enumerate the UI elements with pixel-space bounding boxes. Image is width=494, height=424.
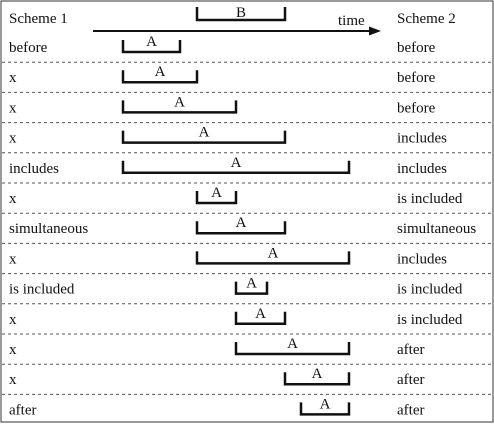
interval-a-bracket bbox=[121, 100, 238, 114]
scheme-1-relation: simultaneous bbox=[9, 221, 88, 237]
interval-a-label: A bbox=[287, 336, 298, 352]
scheme-1-relation: x bbox=[9, 251, 17, 267]
interval-a-label: A bbox=[236, 215, 247, 231]
scheme-2-relation: includes bbox=[397, 251, 447, 267]
relation-row: x before A bbox=[2, 94, 492, 124]
interval-a-label: A bbox=[246, 276, 257, 292]
interval-a-bracket bbox=[121, 160, 351, 175]
scheme-2-relation: after bbox=[397, 372, 424, 388]
interval-a-label: A bbox=[268, 245, 279, 261]
scheme-2-relation: simultaneous bbox=[397, 221, 476, 237]
scheme-1-relation: after bbox=[9, 402, 36, 418]
interval-a-label: A bbox=[199, 125, 210, 141]
relation-row: before before A bbox=[2, 34, 492, 63]
scheme-2-relation: is included bbox=[397, 312, 463, 328]
interval-a-label: A bbox=[155, 64, 166, 80]
scheme-1-relation: x bbox=[9, 312, 17, 328]
interval-a-label: A bbox=[146, 34, 157, 50]
time-axis-label: time bbox=[338, 13, 365, 29]
interval-a-label: A bbox=[174, 94, 185, 110]
scheme-1-relation: is included bbox=[9, 282, 75, 298]
interval-a-bracket bbox=[121, 70, 199, 84]
relation-row: x before A bbox=[2, 64, 492, 93]
relation-row: x after A bbox=[2, 336, 492, 365]
interval-a-bracket bbox=[234, 281, 269, 295]
interval-a-bracket bbox=[121, 130, 287, 144]
interval-a-bracket bbox=[195, 191, 238, 205]
interval-a-label: A bbox=[231, 155, 242, 171]
reference-interval-label: B bbox=[236, 5, 246, 21]
header: Scheme 1 Scheme 2 time B bbox=[9, 5, 456, 36]
scheme-2-relation: includes bbox=[397, 161, 447, 177]
scheme-2-relation: before bbox=[397, 70, 436, 86]
scheme-1-relation: x bbox=[9, 342, 17, 358]
interval-a-label: A bbox=[320, 396, 331, 412]
interval-a-label: A bbox=[312, 366, 323, 382]
time-axis-arrowhead bbox=[369, 26, 381, 36]
scheme-1-relation: includes bbox=[9, 161, 59, 177]
scheme-2-relation: before bbox=[397, 100, 436, 116]
relation-row: is included is included A bbox=[2, 276, 492, 305]
interval-a-bracket bbox=[195, 221, 287, 235]
relation-row: x includes A bbox=[2, 125, 492, 154]
relation-row: x includes A bbox=[2, 245, 492, 275]
scheme-1-relation: x bbox=[9, 100, 17, 116]
scheme-1-relation: before bbox=[9, 40, 48, 56]
scheme-2-header: Scheme 2 bbox=[397, 11, 456, 27]
scheme-2-relation: after bbox=[397, 342, 424, 358]
scheme-1-relation: x bbox=[9, 131, 17, 147]
scheme-2-relation: before bbox=[397, 40, 436, 56]
relation-row: simultaneous simultaneous A bbox=[2, 215, 492, 244]
scheme-1-relation: x bbox=[9, 191, 17, 207]
reference-interval-b bbox=[195, 7, 287, 22]
interval-a-label: A bbox=[255, 306, 266, 322]
interval-a-bracket bbox=[195, 251, 351, 265]
relation-row: after after A bbox=[9, 396, 424, 418]
relation-row: x is included A bbox=[2, 185, 492, 214]
interval-a-bracket bbox=[299, 402, 351, 416]
interval-a-bracket bbox=[121, 40, 182, 54]
scheme-1-relation: x bbox=[9, 70, 17, 86]
scheme-2-relation: includes bbox=[397, 131, 447, 147]
relation-row: x after A bbox=[2, 366, 492, 395]
scheme-1-relation: x bbox=[9, 372, 17, 388]
interval-a-label: A bbox=[211, 185, 222, 201]
interval-a-bracket bbox=[283, 372, 351, 386]
scheme-1-header: Scheme 1 bbox=[9, 11, 68, 27]
interval-a-bracket bbox=[234, 342, 351, 356]
relation-row: includes includes A bbox=[2, 155, 492, 184]
scheme-2-relation: after bbox=[397, 402, 424, 418]
relation-row: x is included A bbox=[2, 306, 492, 335]
interval-a-bracket bbox=[234, 311, 287, 326]
scheme-2-relation: is included bbox=[397, 282, 463, 298]
scheme-2-relation: is included bbox=[397, 191, 463, 207]
